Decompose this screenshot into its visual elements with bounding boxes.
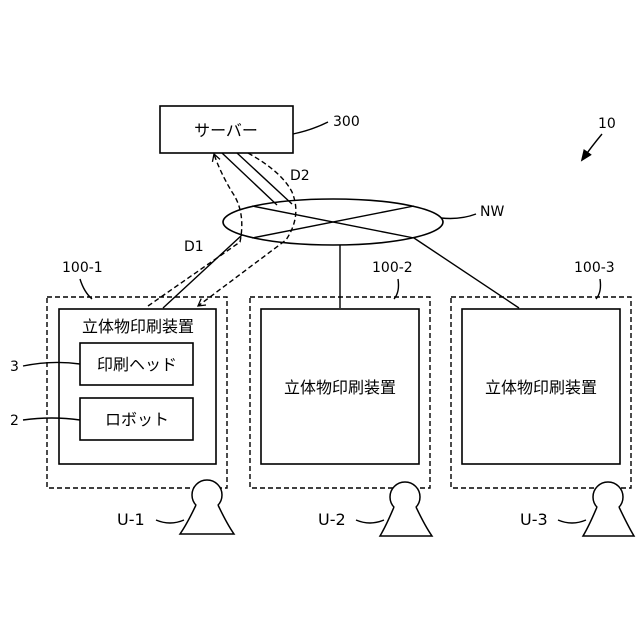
printer-label-3: 立体物印刷装置 — [485, 378, 597, 397]
network-ref-leader — [441, 214, 476, 219]
print-head-label: 印刷ヘッド — [97, 355, 177, 374]
robot-label: ロボット — [105, 410, 169, 429]
server-ref: 300 — [333, 114, 360, 130]
data-flow-d1 — [148, 154, 242, 306]
figure-ref-arrow — [582, 134, 602, 160]
printer-ref-2: 100-2 — [372, 260, 413, 276]
robot-ref: 2 — [10, 413, 19, 429]
user-icon-3 — [583, 482, 634, 536]
user-3-leader — [558, 520, 586, 523]
user-1-leader — [156, 520, 184, 523]
printer-label-1: 立体物印刷装置 — [82, 317, 194, 336]
data-flow-d2-label: D2 — [290, 168, 310, 184]
printer-ref-3-leader — [596, 279, 601, 299]
server-label: サーバー — [194, 121, 258, 140]
printer-ref-1-leader — [80, 279, 92, 299]
user-2-leader — [356, 520, 384, 523]
figure-ref-label: 10 — [598, 116, 616, 132]
user-label-3: U-3 — [520, 510, 548, 529]
data-flow-d1-label: D1 — [184, 239, 204, 255]
user-label-1: U-1 — [117, 510, 145, 529]
server-ref-leader — [293, 122, 328, 134]
network-ref: NW — [480, 204, 504, 220]
user-icon-2 — [380, 482, 432, 536]
printer-ref-1: 100-1 — [62, 260, 103, 276]
printer-label-2: 立体物印刷装置 — [284, 378, 396, 397]
user-label-2: U-2 — [318, 510, 346, 529]
printer-ref-2-leader — [394, 279, 399, 299]
server-network-link — [237, 153, 292, 204]
print-head-ref: 3 — [10, 359, 19, 375]
server-network-link — [222, 153, 277, 205]
printer-ref-3: 100-3 — [574, 260, 615, 276]
